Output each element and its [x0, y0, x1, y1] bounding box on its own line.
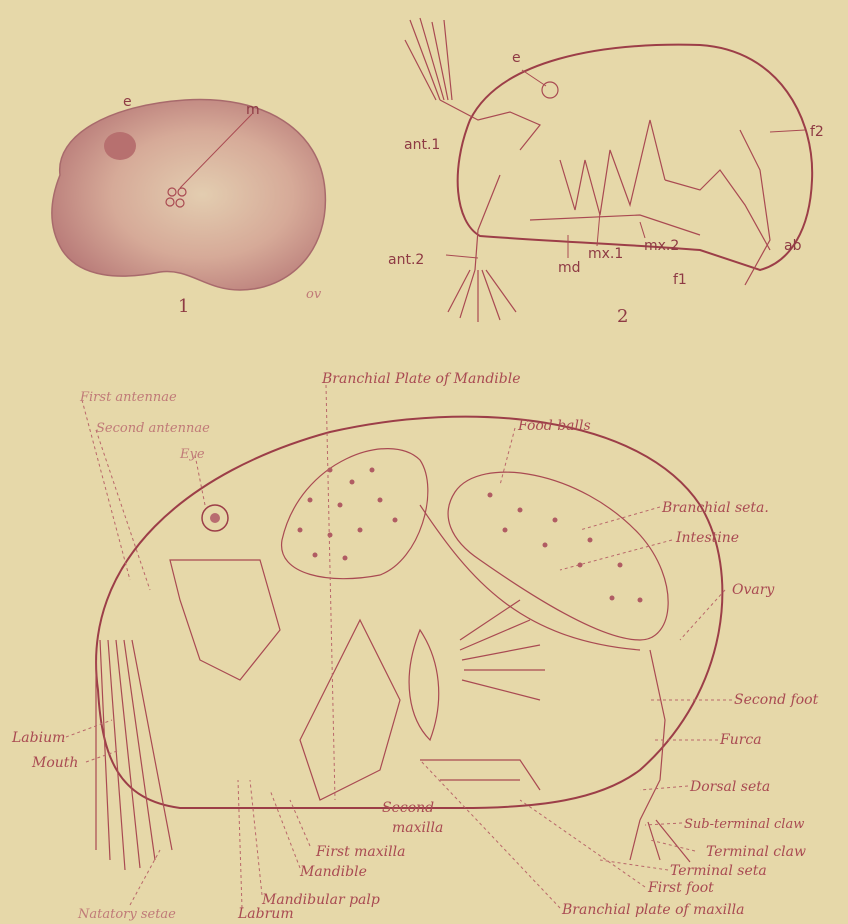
figure-2-label-ant1: ant.1 — [404, 137, 440, 153]
figure-3-label-first-maxilla: First maxilla — [315, 844, 405, 860]
figure-3-label-sub-terminal-claw: Sub-terminal claw — [684, 817, 804, 832]
figure-2-antenna-1 — [405, 18, 540, 150]
figure-2-label-f1: f1 — [673, 272, 687, 288]
figure-3-label-branchial-seta: Branchial seta. — [661, 500, 769, 516]
figure-3-label-ovary: Ovary — [732, 582, 775, 598]
figure-3-label-furca: Furca — [719, 732, 762, 748]
figure-1-label-e: e — [123, 94, 132, 110]
figure-3-natatory-setae — [96, 640, 172, 870]
figure-2-label-mx1: mx.1 — [588, 246, 623, 262]
figure-3-food-balls-front — [282, 449, 428, 579]
figure-1-label-ov: ov — [306, 287, 322, 302]
figure-3-food-balls-rear — [448, 472, 668, 640]
figure-3-label-terminal-seta: Terminal seta — [670, 863, 767, 879]
figure-3-label-second-maxilla-2: maxilla — [392, 820, 443, 836]
figure-3-label-branchial-plate-maxilla: Branchial plate of maxilla — [561, 902, 744, 918]
figure-3-label-labium: Labium — [11, 730, 65, 746]
figure-2: ant.1 e ant.2 md mx.1 mx.2 ab f1 f2 2 — [388, 18, 824, 327]
figure-3-label-eye: Eye — [179, 447, 205, 462]
figure-3-label-first-antennae: First antennae — [79, 390, 177, 405]
figure-2-label-ab: ab — [784, 238, 802, 254]
figure-1-number: 1 — [178, 296, 189, 317]
figure-1-eye-spot — [104, 132, 136, 160]
figure-3-label-labrum: Labrum — [237, 906, 294, 922]
figure-3-label-natatory-setae: Natatory setae — [77, 907, 176, 922]
figure-3-label-terminal-claw: Terminal claw — [706, 844, 806, 860]
figure-3-label-second-maxilla-1: Second — [382, 800, 434, 816]
figure-3-label-second-foot: Second foot — [734, 692, 819, 708]
figure-1-shell — [52, 100, 325, 290]
figure-2-label-mx2: mx.2 — [644, 238, 679, 254]
figure-3-label-branchial-plate-mandible: Branchial Plate of Mandible — [321, 371, 520, 387]
figure-2-label-e: e — [512, 50, 521, 66]
figure-2-number: 2 — [617, 306, 628, 327]
figure-2-label-f2: f2 — [810, 124, 824, 140]
figure-3-label-second-antennae: Second antennae — [96, 421, 210, 436]
figure-3: First antennae Second antennae Eye Branc… — [11, 371, 819, 922]
figure-3-label-mouth: Mouth — [31, 755, 78, 771]
figure-3-label-food-balls: Food balls — [517, 418, 591, 434]
figure-3-label-first-foot: First foot — [647, 880, 714, 896]
figure-1: e m ov 1 — [52, 94, 325, 317]
figure-3-food-ball-dots — [298, 468, 643, 603]
figure-3-label-mandible: Mandible — [299, 864, 367, 880]
figure-2-label-md: md — [558, 260, 581, 276]
figure-3-label-intestine: Intestine — [675, 530, 739, 546]
figure-2-label-ant2: ant.2 — [388, 252, 424, 268]
figure-3-carapace — [96, 417, 722, 808]
figure-3-label-dorsal-seta: Dorsal seta — [689, 779, 770, 795]
figure-2-shell — [458, 45, 813, 270]
figure-1-label-m: m — [246, 102, 260, 118]
